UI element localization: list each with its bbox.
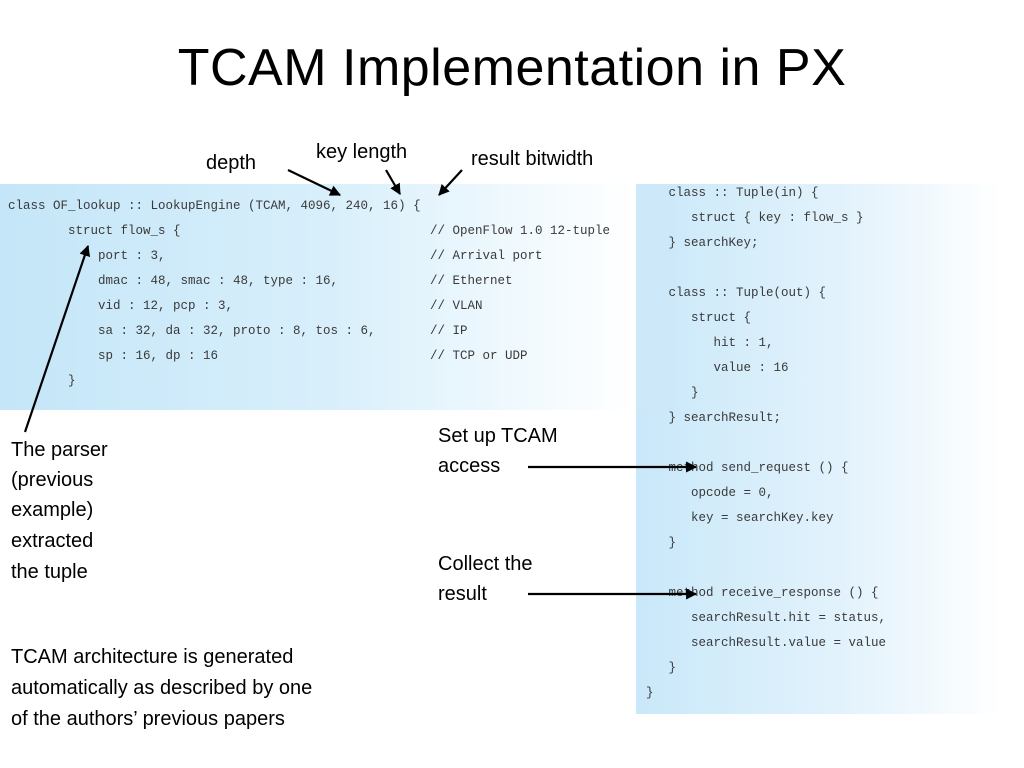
label-parser-line: the tuple bbox=[11, 561, 88, 583]
code-line: class :: Tuple(out) { bbox=[646, 286, 827, 300]
label-setup-line2: access bbox=[438, 455, 501, 477]
label-setup-line1: Set up TCAM bbox=[438, 425, 558, 447]
code-line: searchResult.value = value bbox=[646, 636, 887, 650]
code-line: opcode = 0, bbox=[646, 486, 774, 500]
code-line: } bbox=[646, 536, 677, 550]
code-line: sp : 16, dp : 16 bbox=[8, 349, 219, 363]
label-parser-line: The parser bbox=[11, 439, 108, 461]
code-comment: // OpenFlow 1.0 12-tuple bbox=[430, 224, 611, 238]
code-comment: // VLAN bbox=[430, 299, 483, 313]
slide-title: TCAM Implementation in PX bbox=[177, 39, 847, 97]
label-arch-line: TCAM architecture is generated bbox=[11, 646, 294, 668]
label-arch-line: automatically as described by one bbox=[11, 677, 313, 699]
code-panel-right bbox=[636, 184, 1002, 714]
code-line: } searchResult; bbox=[646, 411, 782, 425]
code-line: struct { bbox=[646, 311, 752, 325]
code-line: method receive_response () { bbox=[646, 586, 879, 600]
code-comment: // TCP or UDP bbox=[430, 349, 528, 363]
label-collect-line1: Collect the bbox=[438, 553, 533, 575]
code-line: struct { key : flow_s } bbox=[646, 211, 864, 225]
code-line: value : 16 bbox=[646, 361, 789, 375]
code-comment: // Ethernet bbox=[430, 274, 513, 288]
result-bitwidth-arrow bbox=[438, 169, 463, 196]
code-line: vid : 12, pcp : 3, bbox=[8, 299, 234, 313]
label-parser-line: extracted bbox=[11, 530, 94, 552]
label-collect-line2: result bbox=[438, 583, 487, 605]
label-key-length: key length bbox=[316, 141, 408, 163]
label-parser-line: example) bbox=[11, 499, 94, 521]
key-length-arrow bbox=[385, 169, 401, 195]
code-line: } searchKey; bbox=[646, 236, 759, 250]
code-panel-joint bbox=[636, 184, 676, 410]
code-line: hit : 1, bbox=[646, 336, 774, 350]
code-line: class :: Tuple(in) { bbox=[646, 186, 819, 200]
code-line: struct flow_s { bbox=[8, 224, 181, 238]
code-panel-left bbox=[0, 184, 636, 410]
label-parser-line: (previous bbox=[11, 469, 94, 491]
code-line: port : 3, bbox=[8, 249, 166, 263]
parser-arrow bbox=[23, 244, 91, 433]
code-line: } bbox=[646, 661, 677, 675]
code-line: class OF_lookup :: LookupEngine (TCAM, 4… bbox=[8, 199, 421, 213]
code-line: dmac : 48, smac : 48, type : 16, bbox=[8, 274, 339, 288]
code-comment: // IP bbox=[430, 324, 468, 338]
code-line: searchResult.hit = status, bbox=[646, 611, 887, 625]
code-line: } bbox=[646, 686, 654, 700]
label-arch-line: of the authors’ previous papers bbox=[11, 708, 285, 730]
code-line: } bbox=[68, 374, 76, 388]
code-line: sa : 32, da : 32, proto : 8, tos : 6, bbox=[8, 324, 376, 338]
code-comment: // Arrival port bbox=[430, 249, 543, 263]
label-result-bitwidth: result bitwidth bbox=[471, 148, 594, 170]
label-depth: depth bbox=[206, 152, 257, 174]
code-line: key = searchKey.key bbox=[646, 511, 834, 525]
depth-arrow bbox=[287, 169, 341, 196]
code-line: } bbox=[646, 386, 699, 400]
